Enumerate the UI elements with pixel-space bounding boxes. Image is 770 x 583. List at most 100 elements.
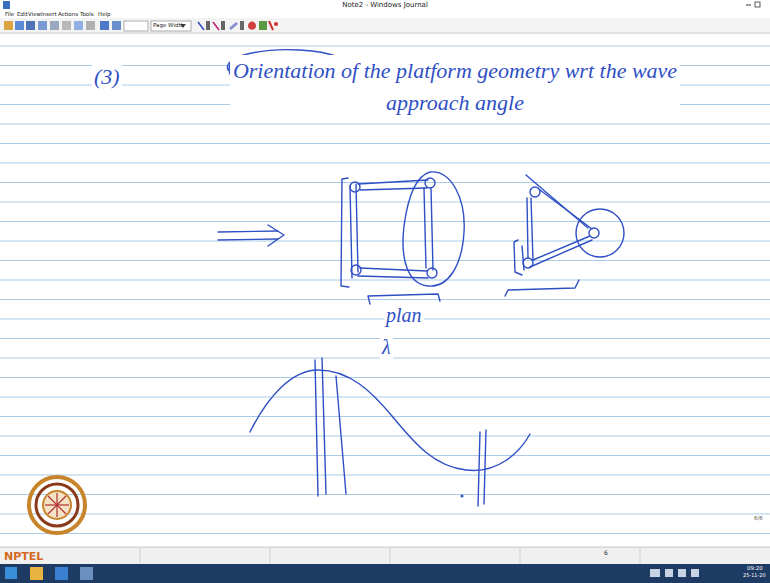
sketch-stroke [531, 198, 533, 260]
sketch-stroke [229, 22, 238, 30]
sketch-stroke [0, 547, 770, 548]
sketch-stroke [484, 430, 486, 504]
sketch-stroke [240, 21, 244, 30]
sketch-stroke [351, 265, 361, 275]
sketch-stroke [274, 22, 278, 26]
ruled-line [0, 46, 770, 47]
sketch-stroke [48, 496, 66, 514]
menu-item: Help [98, 11, 111, 17]
sketch-stroke [124, 21, 148, 31]
window-title: Note2 - Windows Journal [342, 1, 428, 9]
sketch-stroke [270, 548, 271, 563]
ruled-line [0, 221, 770, 222]
sketch-stroke [268, 225, 284, 246]
ruled-line [0, 143, 770, 144]
ruled-line [0, 416, 770, 417]
sketch-stroke [0, 18, 770, 33]
menu-item: Actions [58, 11, 78, 17]
sketch-stroke [36, 484, 78, 526]
sketch-stroke [48, 496, 66, 514]
sketch-stroke [589, 228, 599, 238]
menu-item: File [5, 11, 14, 17]
ruled-line [0, 436, 770, 437]
sketch-stroke [250, 370, 530, 470]
sketch-stroke [640, 548, 641, 563]
sketch-stroke [140, 548, 141, 563]
nptel-logo [29, 477, 85, 533]
ruled-line [0, 397, 770, 398]
ruled-line [0, 124, 770, 125]
sketch-stroke [26, 21, 35, 30]
sketch-stroke [43, 491, 71, 519]
sketch-stroke [45, 493, 69, 517]
sketch-stroke [3, 1, 10, 9]
sketch-stroke [431, 188, 433, 270]
ruled-line [0, 514, 770, 515]
sketch-stroke [505, 280, 579, 296]
ruled-line [0, 475, 770, 476]
sketch-stroke [360, 188, 427, 190]
sketch-stroke [86, 21, 95, 30]
menu-item: Insert [41, 11, 57, 17]
sketch-stroke [50, 21, 59, 30]
sketch-stroke [427, 268, 437, 278]
sketch-stroke [80, 567, 93, 580]
window-chrome [0, 0, 770, 33]
taskbar [0, 564, 770, 583]
sketch-stroke [530, 240, 592, 267]
sketch-stroke [221, 21, 225, 30]
sketch-stroke [665, 569, 673, 577]
sketch-stroke [678, 569, 686, 577]
sketch-stroke [259, 21, 267, 30]
sketch-stroke [368, 294, 440, 304]
sketch-stroke [0, 564, 770, 583]
sketch-stroke [425, 178, 435, 188]
sketch-stroke [4, 21, 13, 30]
ruled-line [0, 163, 770, 164]
sketch-stroke [424, 188, 426, 268]
ruled-line [0, 377, 770, 378]
sketch-stroke [248, 22, 256, 30]
sketch-stroke [0, 0, 770, 11]
sketch-stroke [269, 21, 273, 30]
sketch-stroke [360, 268, 427, 271]
nptel-text: NPTEL [4, 551, 43, 564]
clock-time: 09:20 [747, 565, 763, 571]
ruled-lines [0, 46, 770, 534]
sketch-stroke [74, 21, 83, 30]
sketch-stroke [62, 21, 71, 30]
zoom-dropdown: Page Width [153, 22, 184, 28]
sketch-stroke [527, 198, 528, 258]
ruled-line [0, 260, 770, 261]
sketch-stroke [356, 184, 358, 272]
menu-item: View [28, 11, 41, 17]
sketch-stroke [100, 21, 109, 30]
sketch-stroke [358, 276, 428, 278]
ruled-line [0, 533, 770, 534]
sketch-stroke [650, 569, 660, 577]
sketch-stroke [341, 178, 349, 287]
page-count: 6/6 [754, 515, 763, 521]
sketch-stroke [151, 21, 191, 31]
sketch-stroke [514, 240, 522, 275]
sketch-stroke [218, 239, 278, 240]
sketch-stroke [403, 172, 464, 286]
sketch-stroke [746, 5, 751, 6]
sketch-stroke [526, 175, 588, 228]
status-strip [0, 547, 770, 564]
wavelength-symbol: λ [380, 336, 393, 359]
sketch-stroke [755, 2, 760, 7]
sketch-stroke [15, 21, 24, 30]
sketch-stroke [350, 186, 352, 278]
sketch-stroke [478, 432, 480, 506]
sketch-stroke [5, 567, 17, 579]
sketch-stroke [336, 376, 346, 494]
sketch-stroke [198, 22, 204, 30]
ruled-line [0, 241, 770, 242]
ruled-line [0, 202, 770, 203]
sketch-stroke [112, 21, 121, 30]
sketch-stroke [0, 547, 770, 564]
sketch-stroke [0, 33, 770, 34]
sketch-stroke [390, 548, 391, 563]
